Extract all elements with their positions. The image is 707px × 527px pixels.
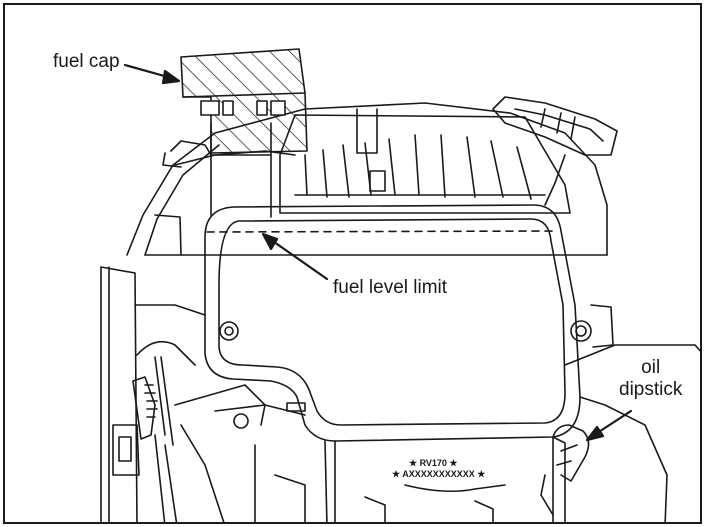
crankcase <box>274 344 700 522</box>
fuel-cap <box>180 48 308 154</box>
arrow-fuel-cap-head <box>161 69 181 85</box>
leader-arrows <box>123 63 633 442</box>
engine-serial-stamp: ★ AXXXXXXXXXXX ★ <box>392 469 486 479</box>
engine-line-drawing <box>100 48 700 522</box>
oil-dipstick <box>540 424 590 516</box>
engine-model-stamp: ★ RV170 ★ <box>409 458 458 468</box>
side-components <box>100 266 328 522</box>
diagram-frame: fuel cap fuel level limit oil dipstick ★… <box>3 3 702 524</box>
arrow-oil-dipstick-head <box>585 425 605 442</box>
fuel-tank <box>204 204 614 442</box>
starter-handle <box>492 96 618 206</box>
arrow-fuel-level <box>265 235 329 281</box>
fuel-level-limit-label: fuel level limit <box>333 277 448 298</box>
arrow-fuel-level-head <box>261 232 279 251</box>
fuel-cap-label: fuel cap <box>53 51 120 72</box>
oil-dipstick-label-line2: dipstick <box>619 378 683 400</box>
oil-dipstick-label: oil dipstick <box>619 357 682 401</box>
oil-dipstick-label-line1: oil <box>641 357 661 378</box>
fan-grille <box>279 108 571 214</box>
